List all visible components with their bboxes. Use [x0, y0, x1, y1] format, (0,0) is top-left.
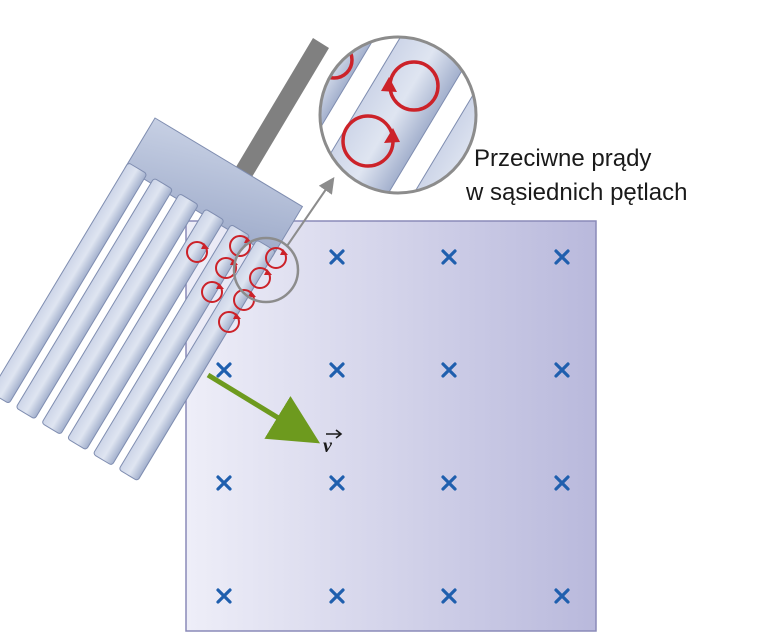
velocity-label: v — [323, 435, 333, 457]
pointer-arrow — [286, 177, 335, 247]
annotation-line-2: w sąsiednich pętlach — [465, 179, 687, 206]
vector-arrow-icon — [326, 429, 343, 439]
velocity-arrow — [206, 372, 321, 444]
slotted-conductor — [0, 117, 304, 481]
conductor-handle — [230, 38, 329, 187]
magnetic-field-region — [185, 220, 597, 632]
focus-circle — [232, 236, 300, 304]
annotation-line-1: Przeciwne prądy — [474, 145, 651, 172]
